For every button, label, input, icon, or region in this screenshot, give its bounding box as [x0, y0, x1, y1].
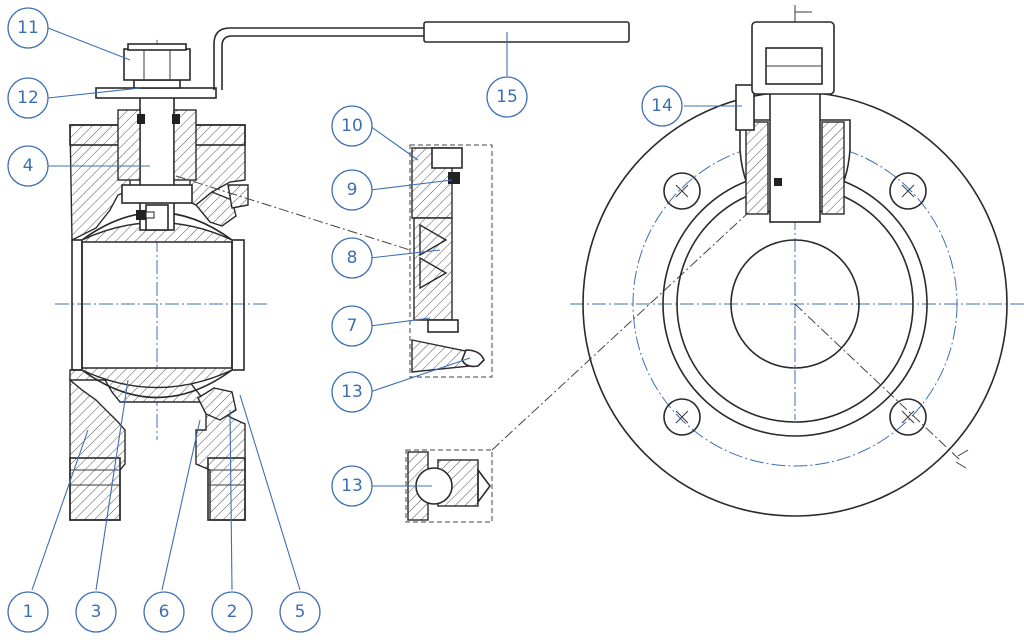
svg-text:12: 12	[17, 88, 39, 108]
seat-lower	[197, 387, 237, 421]
balloon-13-lower: 13	[331, 465, 373, 507]
balloon-6: 6	[143, 591, 185, 633]
balloon-11: 11	[7, 7, 49, 49]
balloon-9: 9	[331, 169, 373, 211]
svg-text:7: 7	[347, 316, 358, 336]
svg-text:8: 8	[347, 248, 358, 268]
body-lower-left	[69, 378, 126, 521]
svg-text:13: 13	[341, 476, 363, 496]
balloon-7: 7	[331, 305, 373, 347]
balloon-8: 8	[331, 237, 373, 279]
svg-text:2: 2	[227, 602, 238, 622]
svg-text:14: 14	[651, 96, 673, 116]
bore	[730, 239, 860, 369]
svg-text:13: 13	[341, 382, 363, 402]
seat-upper	[195, 191, 237, 227]
balloon-14: 14	[641, 85, 683, 127]
leader-lines	[31, 27, 742, 591]
balloon-13-upper: 13	[331, 371, 373, 413]
svg-text:15: 15	[496, 87, 518, 107]
balloon-12: 12	[7, 77, 49, 119]
balloon-3: 3	[75, 591, 117, 633]
balloon-4: 4	[7, 145, 49, 187]
detail-view-b	[405, 199, 763, 523]
svg-text:9: 9	[347, 180, 358, 200]
svg-text:6: 6	[159, 602, 170, 622]
balloon-5: 5	[279, 591, 321, 633]
balloon-15: 15	[486, 76, 528, 118]
front-view	[570, 5, 1024, 517]
balloon-1: 1	[7, 591, 49, 633]
balloon-10: 10	[331, 105, 373, 147]
svg-text:5: 5	[295, 602, 306, 622]
bolt-circle	[632, 141, 958, 467]
detail-view-a	[409, 144, 493, 378]
section-view	[55, 21, 630, 521]
svg-text:1: 1	[23, 602, 34, 622]
svg-text:4: 4	[23, 156, 34, 176]
balloon-2: 2	[211, 591, 253, 633]
svg-text:10: 10	[341, 116, 363, 136]
svg-text:3: 3	[91, 602, 102, 622]
svg-text:11: 11	[17, 18, 39, 38]
